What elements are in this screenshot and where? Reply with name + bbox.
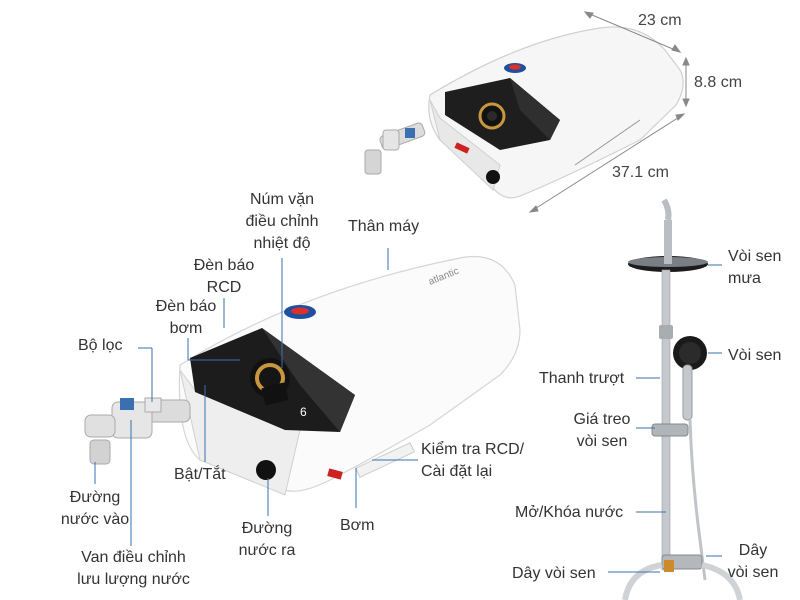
label-rain-shower-line1: Vòi sen <box>728 248 782 265</box>
label-rcd-light: Đèn báo RCD <box>184 255 264 299</box>
label-hose-right-line1: Dây <box>738 542 768 559</box>
label-flow-valve-line1: Van điều chỉnh <box>81 549 186 566</box>
label-filter: Bộ lọc <box>78 337 123 354</box>
label-water-in: Đường nước vào <box>50 487 140 531</box>
label-water-in-line2: nước vào <box>60 511 130 528</box>
label-rcd-test-line2: Cài đặt lại <box>421 463 493 480</box>
label-temp-knob-line3: nhiệt độ <box>253 235 311 252</box>
panel-digit: 6 <box>300 405 307 419</box>
label-slide-bar: Thanh trượt <box>539 370 625 387</box>
label-flow-valve: Van điều chỉnh lưu lượng nước <box>66 547 201 591</box>
big-heater: 6 atlantic <box>84 255 521 496</box>
label-shower-holder-line1: Giá treo <box>573 411 631 428</box>
label-hose-right: Dây vòi sen <box>722 540 784 584</box>
label-hand-shower: Vòi sen <box>728 347 782 364</box>
label-water-valve: Mở/Khóa nước <box>515 504 624 521</box>
label-water-out-line2: nước ra <box>238 542 296 559</box>
label-temp-knob-line2: điều chỉnh <box>245 213 319 230</box>
dimension-depth: 37.1 cm <box>612 164 669 181</box>
label-body: Thân máy <box>348 218 420 235</box>
label-rain-shower: Vòi sen mưa <box>728 246 781 290</box>
label-rcd-test-line1: Kiểm tra RCD/ <box>421 441 525 458</box>
label-rcd-light-line1: Đèn báo <box>193 257 255 274</box>
shower-set <box>622 198 743 600</box>
label-shower-holder: Giá treo vòi sen <box>562 409 642 453</box>
dimension-width: 23 cm <box>638 12 682 29</box>
leader-lines <box>94 248 722 573</box>
label-hose-left: Dây vòi sen <box>512 565 596 582</box>
label-on-off: Bật/Tắt <box>174 466 226 483</box>
label-water-out: Đường nước ra <box>222 518 312 562</box>
dimension-height: 8.8 cm <box>694 74 743 91</box>
label-temp-knob-line1: Núm vặn <box>249 191 315 208</box>
label-rain-shower-line2: mưa <box>728 270 761 287</box>
label-water-out-line1: Đường <box>241 520 293 537</box>
label-hose-right-line2: vòi sen <box>727 564 779 581</box>
label-pump-light-line1: Đèn báo <box>155 298 217 315</box>
label-shower-holder-line2: vòi sen <box>576 433 628 450</box>
label-temp-knob: Núm vặn điều chỉnh nhiệt độ <box>232 189 332 255</box>
label-rcd-test: Kiểm tra RCD/ Cài đặt lại <box>421 439 524 483</box>
dimension-lines <box>528 11 690 213</box>
small-heater <box>364 26 684 199</box>
label-rcd-light-line2: RCD <box>206 279 242 296</box>
label-pump: Bơm <box>340 517 375 534</box>
label-flow-valve-line2: lưu lượng nước <box>77 571 190 588</box>
label-water-in-line1: Đường <box>69 489 121 506</box>
label-pump-light-line2: bơm <box>169 320 203 337</box>
label-pump-light: Đèn báo bơm <box>146 296 226 340</box>
